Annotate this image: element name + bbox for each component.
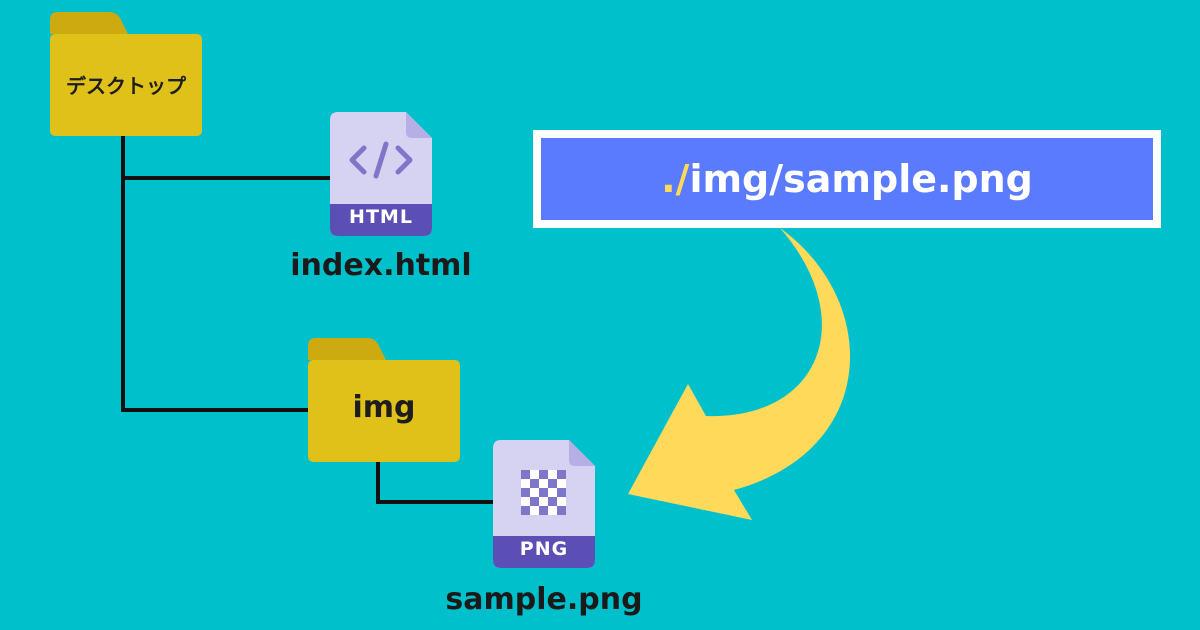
folder-icon [50, 12, 202, 136]
path-rest: img/sample.png [689, 157, 1033, 201]
png-badge: PNG [519, 538, 569, 560]
file-index-html[interactable]: HTML [330, 112, 432, 236]
sample-png-caption: sample.png [445, 582, 643, 617]
index-html-caption: index.html [290, 248, 472, 283]
path-prefix: ./ [661, 157, 690, 201]
connector-to-sample [376, 460, 494, 504]
checkerboard-icon [521, 470, 566, 515]
folder-desktop-label: デスクトップ [66, 74, 186, 98]
code-icon [349, 141, 413, 179]
html-badge: HTML [349, 206, 413, 228]
file-sample-png[interactable]: PNG [493, 440, 595, 568]
folder-icon [308, 338, 460, 462]
relative-path-box: ./img/sample.png [533, 130, 1161, 228]
folder-img[interactable]: img [308, 338, 460, 462]
png-file-icon [493, 440, 595, 568]
html-file-icon [330, 112, 432, 236]
relative-path-text: ./img/sample.png [541, 138, 1153, 220]
folder-img-label: img [352, 390, 416, 425]
folder-desktop[interactable]: デスクトップ [50, 12, 202, 136]
